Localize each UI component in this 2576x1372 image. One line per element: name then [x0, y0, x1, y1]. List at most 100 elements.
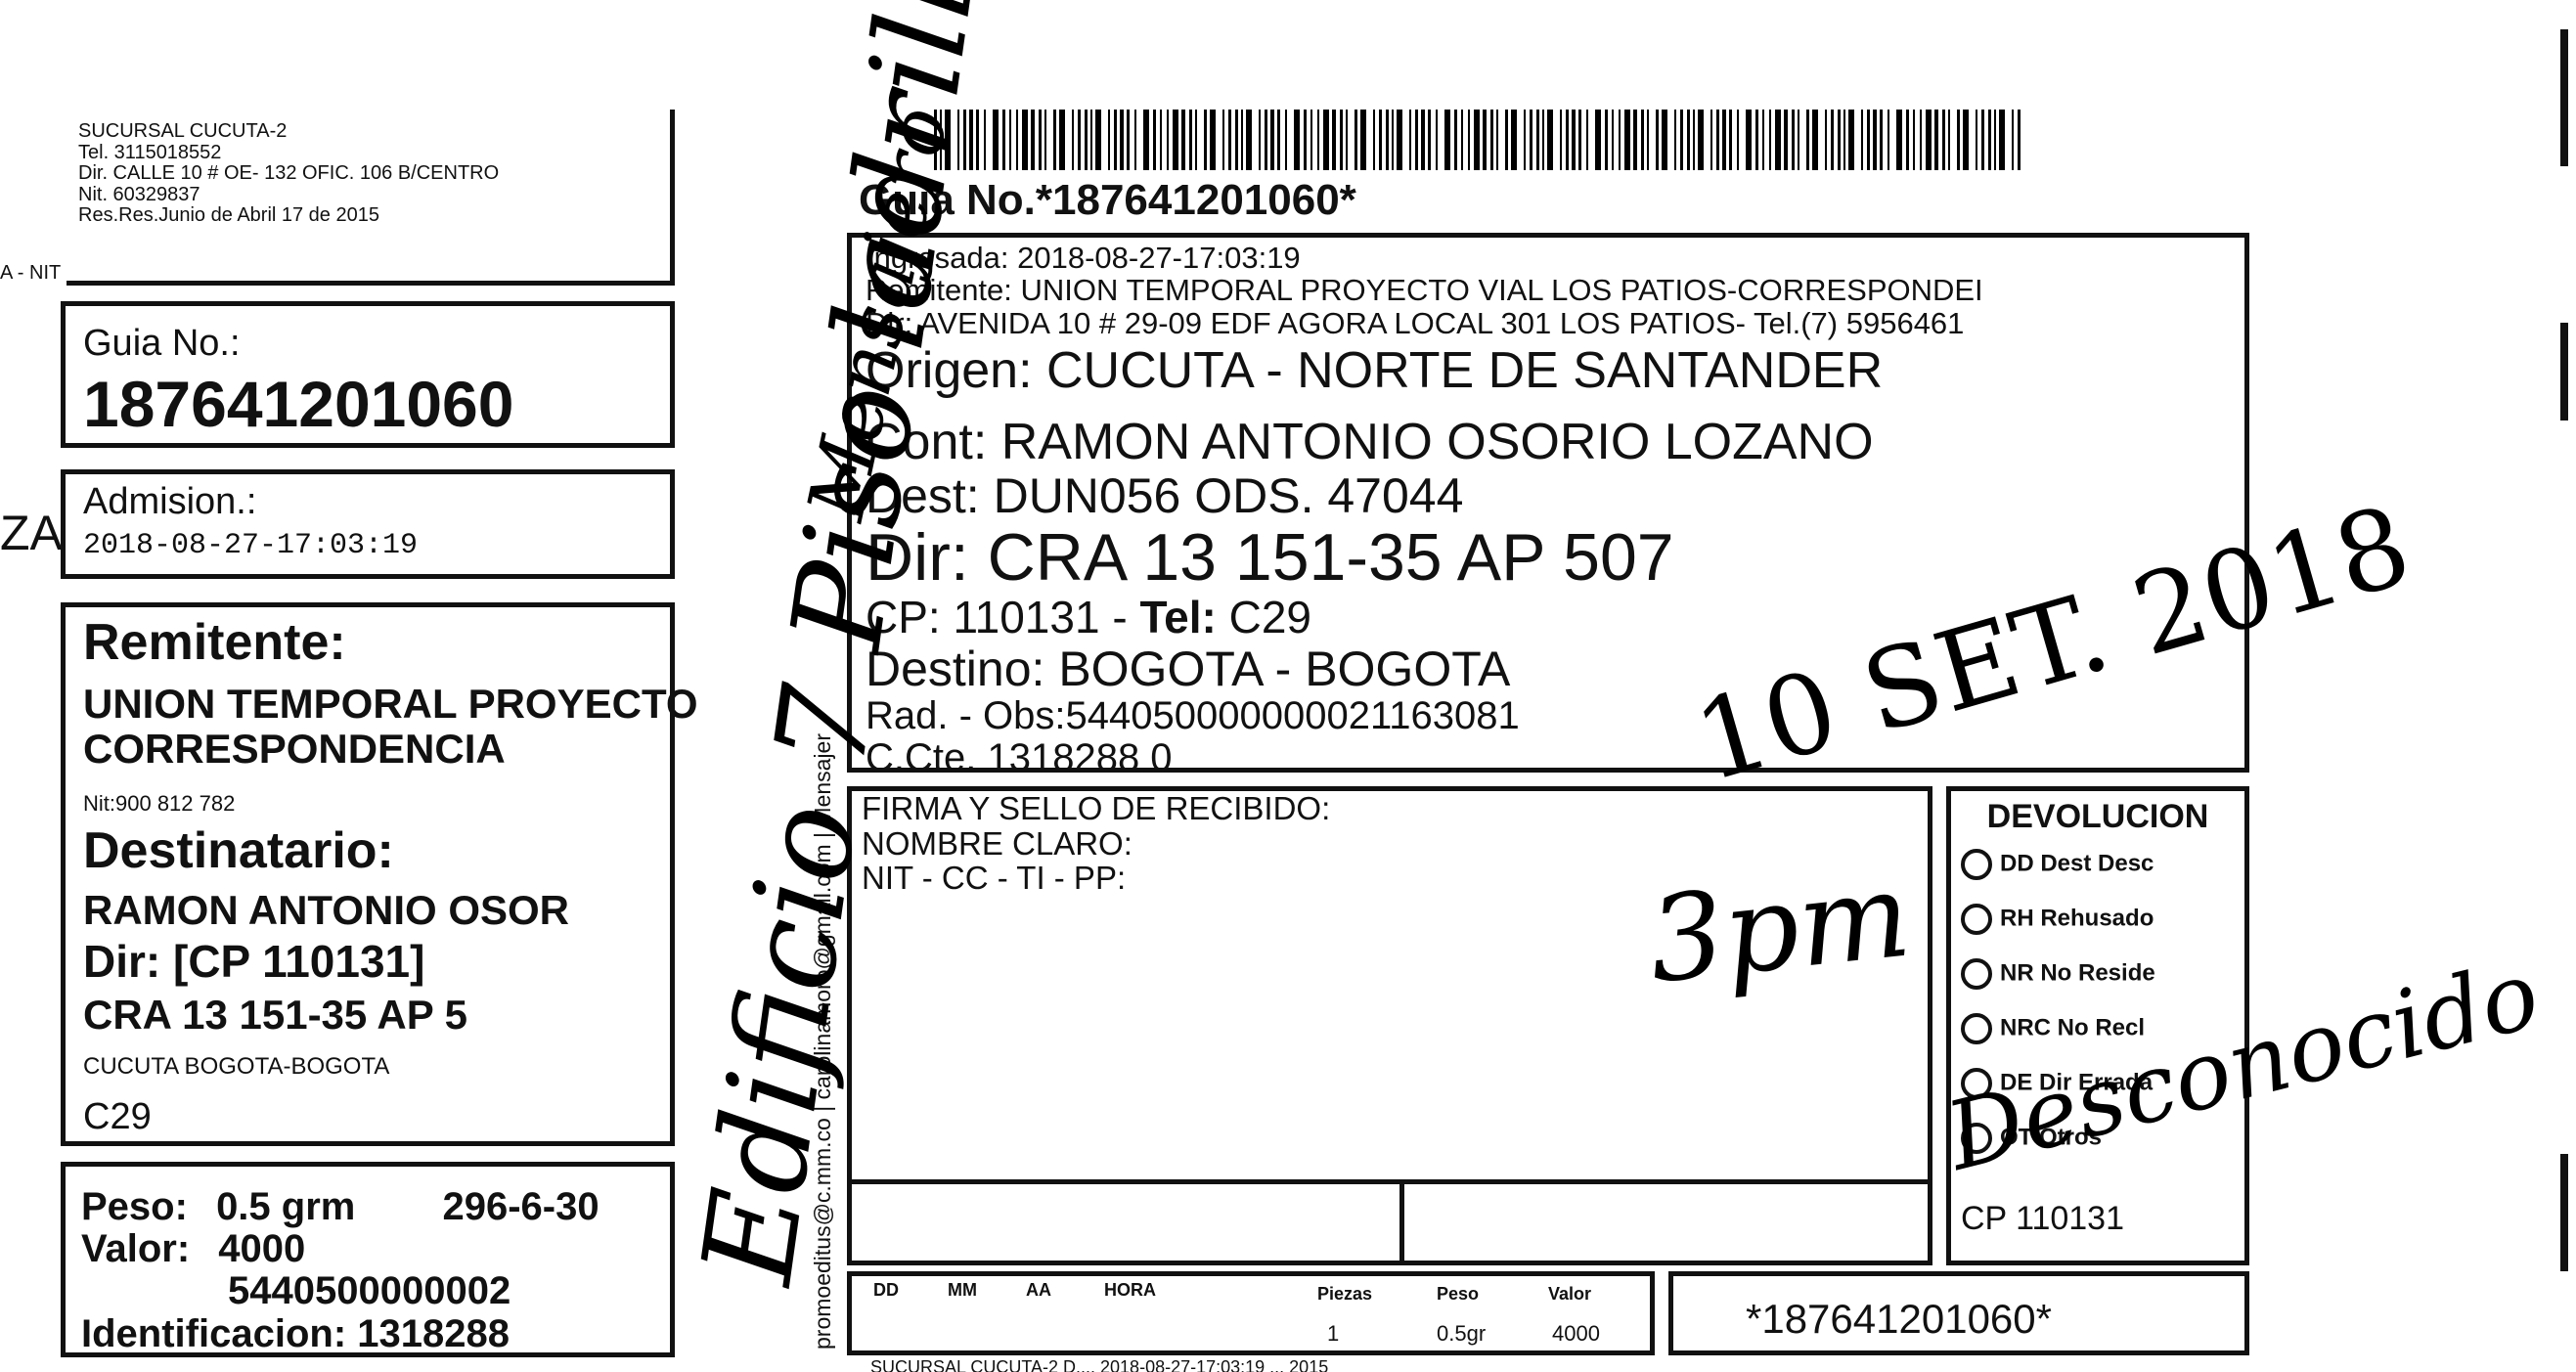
option-circle-icon[interactable] [1961, 1067, 1992, 1099]
barcode-bar [1619, 110, 1621, 170]
destinatario-route: CUCUTA BOGOTA-BOGOTA [83, 1053, 390, 1081]
barcode-bar [1468, 110, 1470, 170]
barcode-bar [1428, 110, 1431, 170]
admission-box: Admision.: 2018-08-27-17:03:19 [61, 469, 675, 579]
barcode-bar [1009, 110, 1011, 170]
barcode-bar [1072, 110, 1074, 170]
barcode-bar [1942, 110, 1945, 170]
barcode-bar [1656, 110, 1659, 170]
destino: Destino: BOGOTA - BOGOTA [866, 641, 1511, 696]
barcode-bar [1474, 110, 1480, 170]
barcode-bar [1687, 110, 1690, 170]
valor-label: Valor: [81, 1227, 191, 1271]
barcode-bar [1716, 110, 1719, 170]
signature-line-1: FIRMA Y SELLO DE RECIBIDO: [862, 790, 1331, 826]
value-valor: 4000 [1552, 1321, 1600, 1346]
identificacion: Identificacion: 1318288 [81, 1311, 510, 1355]
devolucion-option-label: OT Otros [2000, 1124, 2103, 1151]
destinatario-label: Destinatario: [83, 821, 394, 879]
cp: CP: 110131 - [866, 592, 1140, 643]
barcode-bar [1710, 110, 1712, 170]
barcode-bar [976, 110, 979, 170]
option-circle-icon[interactable] [1961, 848, 1992, 880]
peso-row: Peso: 0.5 grm 296-6-30 [81, 1185, 670, 1228]
devolucion-title: DEVOLUCION [1986, 798, 2209, 835]
remitente-label: Remitente: [83, 614, 346, 671]
barcode-bar [1798, 110, 1799, 170]
value-peso: 0.5gr [1437, 1321, 1487, 1346]
barcode-bar [1505, 110, 1508, 170]
barcode-bar [1078, 110, 1081, 170]
barcode-bar [1195, 110, 1197, 170]
barcode-bar [1379, 110, 1382, 170]
devolucion-option[interactable]: RH Rehusado [1961, 903, 2244, 935]
cont: Cont: RAMON ANTONIO OSORIO LOZANO [866, 413, 1874, 470]
barcode-bar [1461, 110, 1463, 170]
option-circle-icon[interactable] [1961, 903, 1992, 935]
barcode-bar [1812, 110, 1818, 170]
devolucion-option[interactable]: DE Dir Errada [1961, 1067, 2244, 1099]
barcode-bar [1524, 110, 1526, 170]
barcode-bar [1542, 110, 1544, 170]
header-piezas: Piezas [1317, 1284, 1373, 1304]
barcode-bar [1920, 110, 1922, 170]
barcode-bar [1873, 110, 1877, 170]
option-circle-icon[interactable] [1961, 1012, 1992, 1044]
bottom-barcode-text: *187641201060* [1746, 1296, 2052, 1342]
barcode-bar [1454, 110, 1457, 170]
devolucion-option[interactable]: OT Otros [1961, 1122, 2244, 1154]
devolucion-option[interactable]: DD Dest Desc [1961, 848, 2244, 880]
origen: Origen: CUCUTA - NORTE DE SANTANDER [866, 342, 1884, 400]
barcode-bar [1346, 110, 1348, 170]
barcode-bar [934, 110, 937, 170]
barcode-bar [1167, 110, 1169, 170]
destinatario-address: CRA 13 151-35 AP 5 [83, 991, 467, 1038]
tel-value: C29 [1216, 592, 1311, 643]
handwritten-time: 3pm [1642, 847, 1916, 1009]
dest: Dest: DUN056 ODS. 47044 [866, 467, 1464, 523]
branch-resolution: Res.Res.Junio de Abril 17 de 2015 [78, 204, 379, 227]
header-valor: Valor [1548, 1284, 1592, 1304]
top-barcode [934, 110, 2021, 170]
barcode-bar [1926, 110, 1932, 170]
barcode-bar [1578, 110, 1581, 170]
barcode-bar [1999, 110, 2005, 170]
barcode-bar [1896, 110, 1902, 170]
barcode-bar [1444, 110, 1450, 170]
barcode-bar [1397, 110, 1402, 170]
barcode-bar [1259, 110, 1261, 170]
barcode-bar [1633, 110, 1637, 170]
branch-header-box: SUCURSAL CUCUTA-2 Tel. 3115018552 Dir. C… [67, 110, 675, 286]
remitente-line-1: UNION TEMPORAL PROYECTO [83, 681, 698, 728]
option-circle-icon[interactable] [1961, 1122, 1992, 1154]
barcode-bar [1108, 110, 1110, 170]
destinatario-name: RAMON ANTONIO OSOR [83, 886, 570, 933]
devolucion-option-label: NR No Reside [2000, 959, 2155, 987]
barcode-bar [1160, 110, 1162, 170]
right-edge-mark [2560, 323, 2568, 420]
barcode-bar [1181, 110, 1185, 170]
barcode-bar [1210, 110, 1216, 170]
barcode-bar [1843, 110, 1845, 170]
bottom-date-table: DD MM AA HORA Piezas Peso Valor 1 0.5gr … [847, 1271, 1655, 1355]
barcode-bar [1173, 110, 1178, 170]
barcode-bar [1861, 110, 1863, 170]
devolucion-option[interactable]: NR No Reside [1961, 957, 2244, 990]
barcode-bar [1222, 110, 1224, 170]
barcode-bar [957, 110, 959, 170]
barcode-bar [1090, 110, 1092, 170]
barcode-bar [1246, 110, 1252, 170]
barcode-bar [1016, 110, 1018, 170]
option-circle-icon[interactable] [1961, 957, 1992, 990]
barcode-bar [1189, 110, 1192, 170]
barcode-bar [1022, 110, 1028, 170]
handwritten-time-text: 3pm [1642, 847, 1917, 1010]
barcode-bar [1888, 110, 1889, 170]
devolucion-option[interactable]: NRC No Recl [1961, 1012, 2244, 1044]
peso-value: 0.5 grm [216, 1185, 356, 1228]
barcode-bar [1693, 110, 1695, 170]
barcode-bar [1085, 110, 1088, 170]
ingresada: Ingresada: 2018-08-27-17:03:19 [866, 241, 1301, 275]
barcode-bar [1304, 110, 1307, 170]
barcode-bar [1496, 110, 1498, 170]
